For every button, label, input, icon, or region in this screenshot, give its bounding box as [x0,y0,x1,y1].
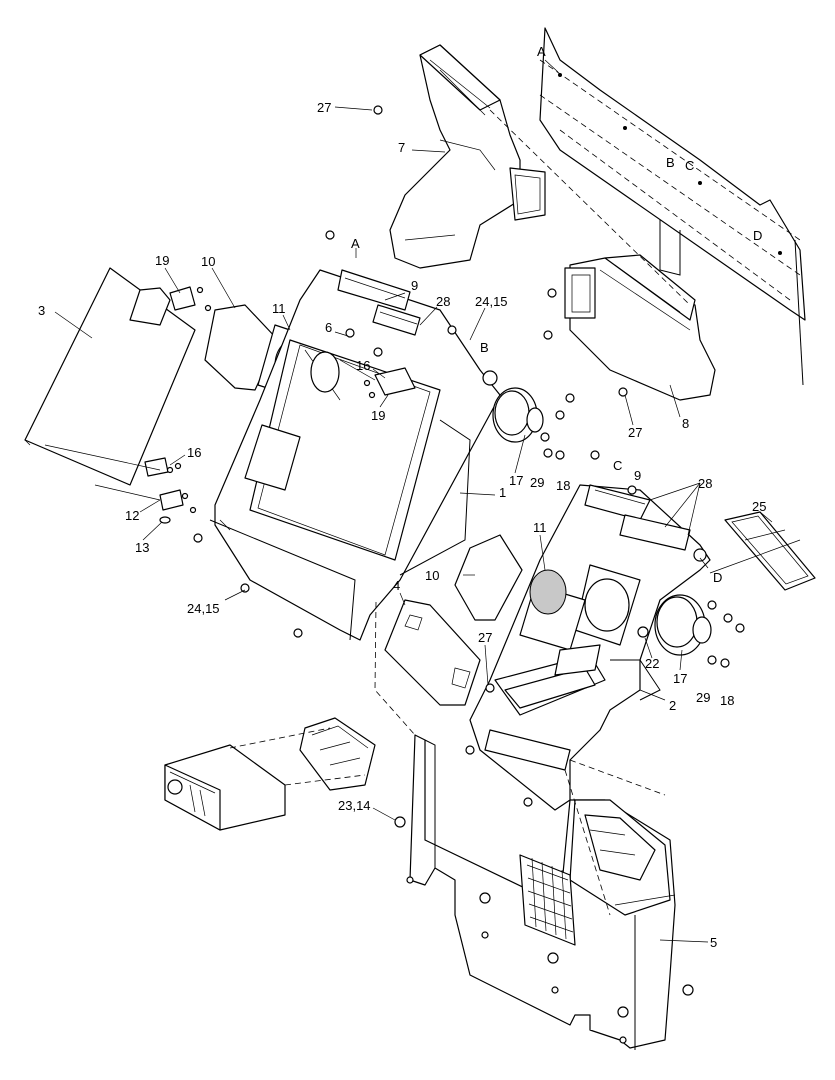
label-28-left: 28 [436,294,450,309]
label-9-left: 9 [411,278,418,293]
label-3: 3 [38,303,45,318]
label-C-mid: C [613,458,622,473]
label-16-mid: 16 [356,358,370,373]
trim-plate-10-left [204,304,279,391]
label-8: 8 [682,416,689,431]
label-27-right: 27 [628,425,642,440]
label-27-bottom: 27 [478,630,492,645]
leader-lines [54,59,801,943]
label-28-right: 28 [698,476,712,491]
label-25: 25 [752,499,766,514]
label-5: 5 [710,935,717,950]
label-11-right: 11 [533,520,547,535]
air-duct-7 [389,44,546,269]
label-D-mid: D [713,570,722,585]
label-17-left: 17 [509,473,523,488]
cover-plate-4 [384,599,481,706]
label-18-right: 18 [720,693,734,708]
label-B-top: B [666,155,675,170]
bottom-panel-5 [406,734,676,1050]
label-16-left: 16 [187,445,201,460]
label-4: 4 [393,578,400,593]
label-B-mid: B [480,340,489,355]
speaker-17-right [654,594,712,656]
trim-plate-10-right [454,534,523,621]
label-1: 1 [499,485,506,500]
label-A-mid: A [351,236,360,251]
label-10-left: 10 [201,254,215,269]
label-17-right: 17 [673,671,687,686]
label-13: 13 [135,540,149,555]
cover-panel-3 [24,267,196,486]
label-29-right: 29 [696,690,710,705]
vent-grille [519,854,576,946]
label-18-left: 18 [556,478,570,493]
bracket-16-19-center [363,367,416,399]
bracket-19-left [169,286,212,312]
dash-panel-1 [209,269,501,641]
label-22: 22 [645,656,659,671]
radio-bracket [299,717,376,791]
label-C-top: C [685,158,694,173]
label-19-mid: 19 [371,408,385,423]
radio-unit [164,727,366,831]
fasteners [193,105,745,1018]
label-D-top: D [753,228,762,243]
speaker-17-left [492,387,544,443]
callout-labels: A 27 7 B C D A 19 10 3 11 9 28 24,15 6 1… [38,44,766,950]
bracket-16-12-13-left [44,444,197,524]
dash-panel-2 [469,484,711,811]
label-29-left: 29 [530,475,544,490]
label-24-15-top: 24,15 [475,294,508,309]
label-12: 12 [125,508,139,523]
label-11-left: 11 [272,301,286,316]
label-2: 2 [669,698,676,713]
dashboard-frame [539,27,806,386]
label-27-top: 27 [317,100,331,115]
air-duct-8 [564,254,716,401]
label-6: 6 [325,320,332,335]
label-10-right: 10 [425,568,439,583]
label-24-15-bottom: 24,15 [187,601,220,616]
label-19-left: 19 [155,253,169,268]
label-9-right: 9 [634,468,641,483]
label-A-top: A [537,44,546,59]
label-23-14: 23,14 [338,798,371,813]
label-7: 7 [398,140,405,155]
